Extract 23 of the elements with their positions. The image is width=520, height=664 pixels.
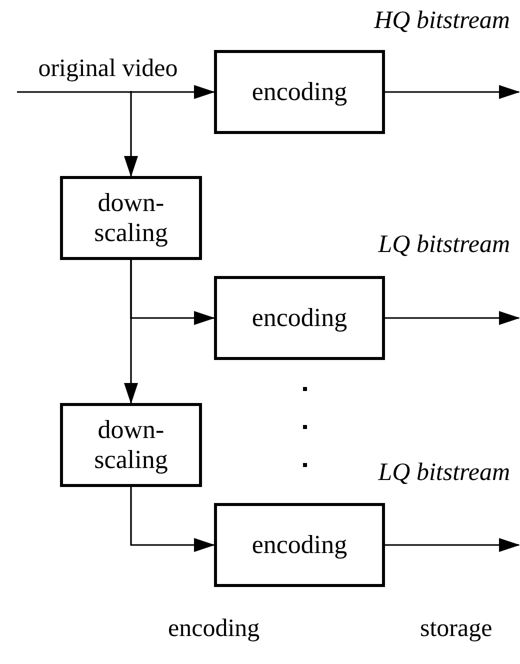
stage-label: storage [420,616,492,641]
arrow [385,311,520,325]
edge-label: HQ bitstream [372,8,510,33]
edge-label: original video [37,56,179,81]
node-label: encoding [252,530,348,560]
stage-label: encoding [168,616,260,641]
arrow [385,538,520,552]
arrow [124,91,138,177]
arrow [124,260,138,404]
edge-label: LQ bitstream [377,232,510,257]
node-label: down-scaling [93,415,169,475]
process-box [60,176,202,260]
arrow [385,85,520,99]
process-box [214,276,385,360]
node-label: encoding [252,77,348,107]
arrow [130,487,215,552]
edge-label: LQ bitstream [377,460,510,485]
node-label: down-scaling [93,188,169,248]
process-box [214,50,385,134]
process-box [214,503,385,587]
process-box [60,403,202,487]
node-label: encoding [252,303,348,333]
arrow [17,85,215,99]
